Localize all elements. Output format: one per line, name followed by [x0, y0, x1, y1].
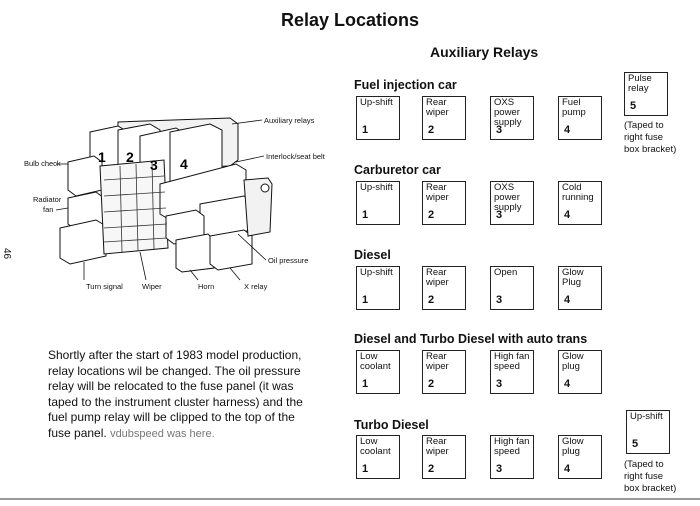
description-text: Shortly after the start of 1983 model pr…: [48, 348, 303, 440]
relay-note: (Taped to right fuse box bracket): [624, 459, 677, 494]
relay-slot: Rear wiper 2: [422, 435, 466, 479]
relay-label: Cold running: [562, 182, 594, 203]
relay-number: 1: [362, 209, 369, 221]
relay-number: 5: [632, 438, 639, 450]
relay-number: 4: [564, 463, 571, 475]
relay-number: 3: [496, 209, 503, 221]
relay-label: High fan speed: [494, 436, 530, 457]
relay-slot: Open 3: [490, 266, 534, 310]
relay-number: 4: [564, 209, 571, 221]
relay-number: 1: [362, 124, 369, 136]
relay-number: 1: [362, 463, 369, 475]
label-oil-pressure: Oil pressure: [268, 256, 308, 265]
diagram-slot-3: 3: [150, 157, 158, 173]
relay-slot: Glow plug 4: [558, 435, 602, 479]
relay-slot: Up-shift 1: [356, 96, 400, 140]
section-title-carburetor: Carburetor car: [354, 163, 441, 177]
relay-number: 2: [428, 378, 435, 390]
relay-label: Up-shift: [360, 267, 393, 278]
relay-label: Open: [494, 267, 518, 278]
relay-slot: Glow plug 4: [558, 350, 602, 394]
relay-slot: High fan speed 3: [490, 435, 534, 479]
relay-number: 4: [564, 124, 571, 136]
relay-number: 4: [564, 294, 571, 306]
relay-slot: High fan speed 3: [490, 350, 534, 394]
relay-label: Low coolant: [360, 351, 391, 372]
section-title-turbo-diesel: Turbo Diesel: [354, 418, 429, 432]
relay-slot: Rear wiper 2: [422, 96, 466, 140]
diagram-slot-1: 1: [98, 149, 106, 165]
relay-slot-extra: Up-shift 5: [626, 410, 670, 454]
auxiliary-relays-heading: Auxiliary Relays: [430, 44, 539, 60]
relay-slot: Up-shift 1: [356, 266, 400, 310]
relay-number: 2: [428, 463, 435, 475]
description-paragraph: Shortly after the start of 1983 model pr…: [48, 348, 310, 442]
relay-label: Rear wiper: [426, 436, 449, 457]
relay-number: 1: [362, 378, 369, 390]
relay-label: Up-shift: [360, 182, 393, 193]
label-turn-signal: Turn signal: [86, 282, 123, 291]
label-interlock: Interlock/seat belt: [266, 152, 326, 161]
relay-slot: OXS power supply 3: [490, 181, 534, 225]
label-x-relay: X relay: [244, 282, 268, 291]
label-radiator-fan-2: fan: [43, 205, 53, 214]
relay-number: 3: [496, 463, 503, 475]
relay-label: Low coolant: [360, 436, 391, 457]
relay-slot: Rear wiper 2: [422, 266, 466, 310]
relay-slot: Glow Plug 4: [558, 266, 602, 310]
relay-number: 4: [564, 378, 571, 390]
page-bottom-edge: [0, 498, 700, 500]
relay-number: 3: [496, 124, 503, 136]
label-radiator-fan-1: Radiator: [33, 195, 62, 204]
page-title: Relay Locations: [280, 10, 420, 30]
relay-label: Fuel pump: [562, 97, 586, 118]
label-bulb-check: Bulb check: [24, 159, 61, 168]
relay-slot: Cold running 4: [558, 181, 602, 225]
relay-label: Pulse relay: [628, 73, 652, 94]
section-title-fuel-injection: Fuel injection car: [354, 78, 457, 92]
label-auxiliary-relays: Auxiliary relays: [264, 116, 315, 125]
relay-slot: Up-shift 1: [356, 181, 400, 225]
section-title-diesel: Diesel: [354, 248, 391, 262]
relay-label: High fan speed: [494, 351, 530, 372]
relay-slot: OXS power supply 3: [490, 96, 534, 140]
relay-slot: Low coolant 1: [356, 350, 400, 394]
relay-label: Rear wiper: [426, 182, 449, 203]
section-title-diesel-auto-trans: Diesel and Turbo Diesel with auto trans: [354, 332, 588, 346]
relay-slot: Rear wiper 2: [422, 350, 466, 394]
relay-label: Glow Plug: [562, 267, 584, 288]
diagram-slot-4: 4: [180, 156, 188, 172]
relay-number: 5: [630, 100, 637, 112]
relay-slot: Rear wiper 2: [422, 181, 466, 225]
diagram-slot-2: 2: [126, 149, 134, 165]
label-wiper: Wiper: [142, 282, 162, 291]
relay-number: 2: [428, 124, 435, 136]
relay-slot: Low coolant 1: [356, 435, 400, 479]
relay-label: Up-shift: [630, 411, 663, 422]
relay-label: Glow plug: [562, 436, 584, 457]
handwritten-note: vdubspeed was here.: [110, 427, 215, 440]
relay-slot: Fuel pump 4: [558, 96, 602, 140]
relay-label: Up-shift: [360, 97, 393, 108]
label-horn: Horn: [198, 282, 214, 291]
relay-number: 3: [496, 294, 503, 306]
relay-note: (Taped to right fuse box bracket): [624, 120, 677, 155]
relay-label: Rear wiper: [426, 267, 449, 288]
relay-label: OXS power supply: [494, 182, 522, 213]
relay-label: OXS power supply: [494, 97, 522, 128]
relay-slot-extra: Pulse relay 5: [624, 72, 668, 116]
relay-label: Rear wiper: [426, 351, 449, 372]
relay-label: Glow plug: [562, 351, 584, 372]
relay-number: 2: [428, 209, 435, 221]
relay-label: Rear wiper: [426, 97, 449, 118]
relay-number: 3: [496, 378, 503, 390]
relay-number: 1: [362, 294, 369, 306]
relay-number: 2: [428, 294, 435, 306]
relay-panel-diagram: 1 2 3 4 Auxiliary relays Interlock/seat …: [24, 116, 326, 291]
